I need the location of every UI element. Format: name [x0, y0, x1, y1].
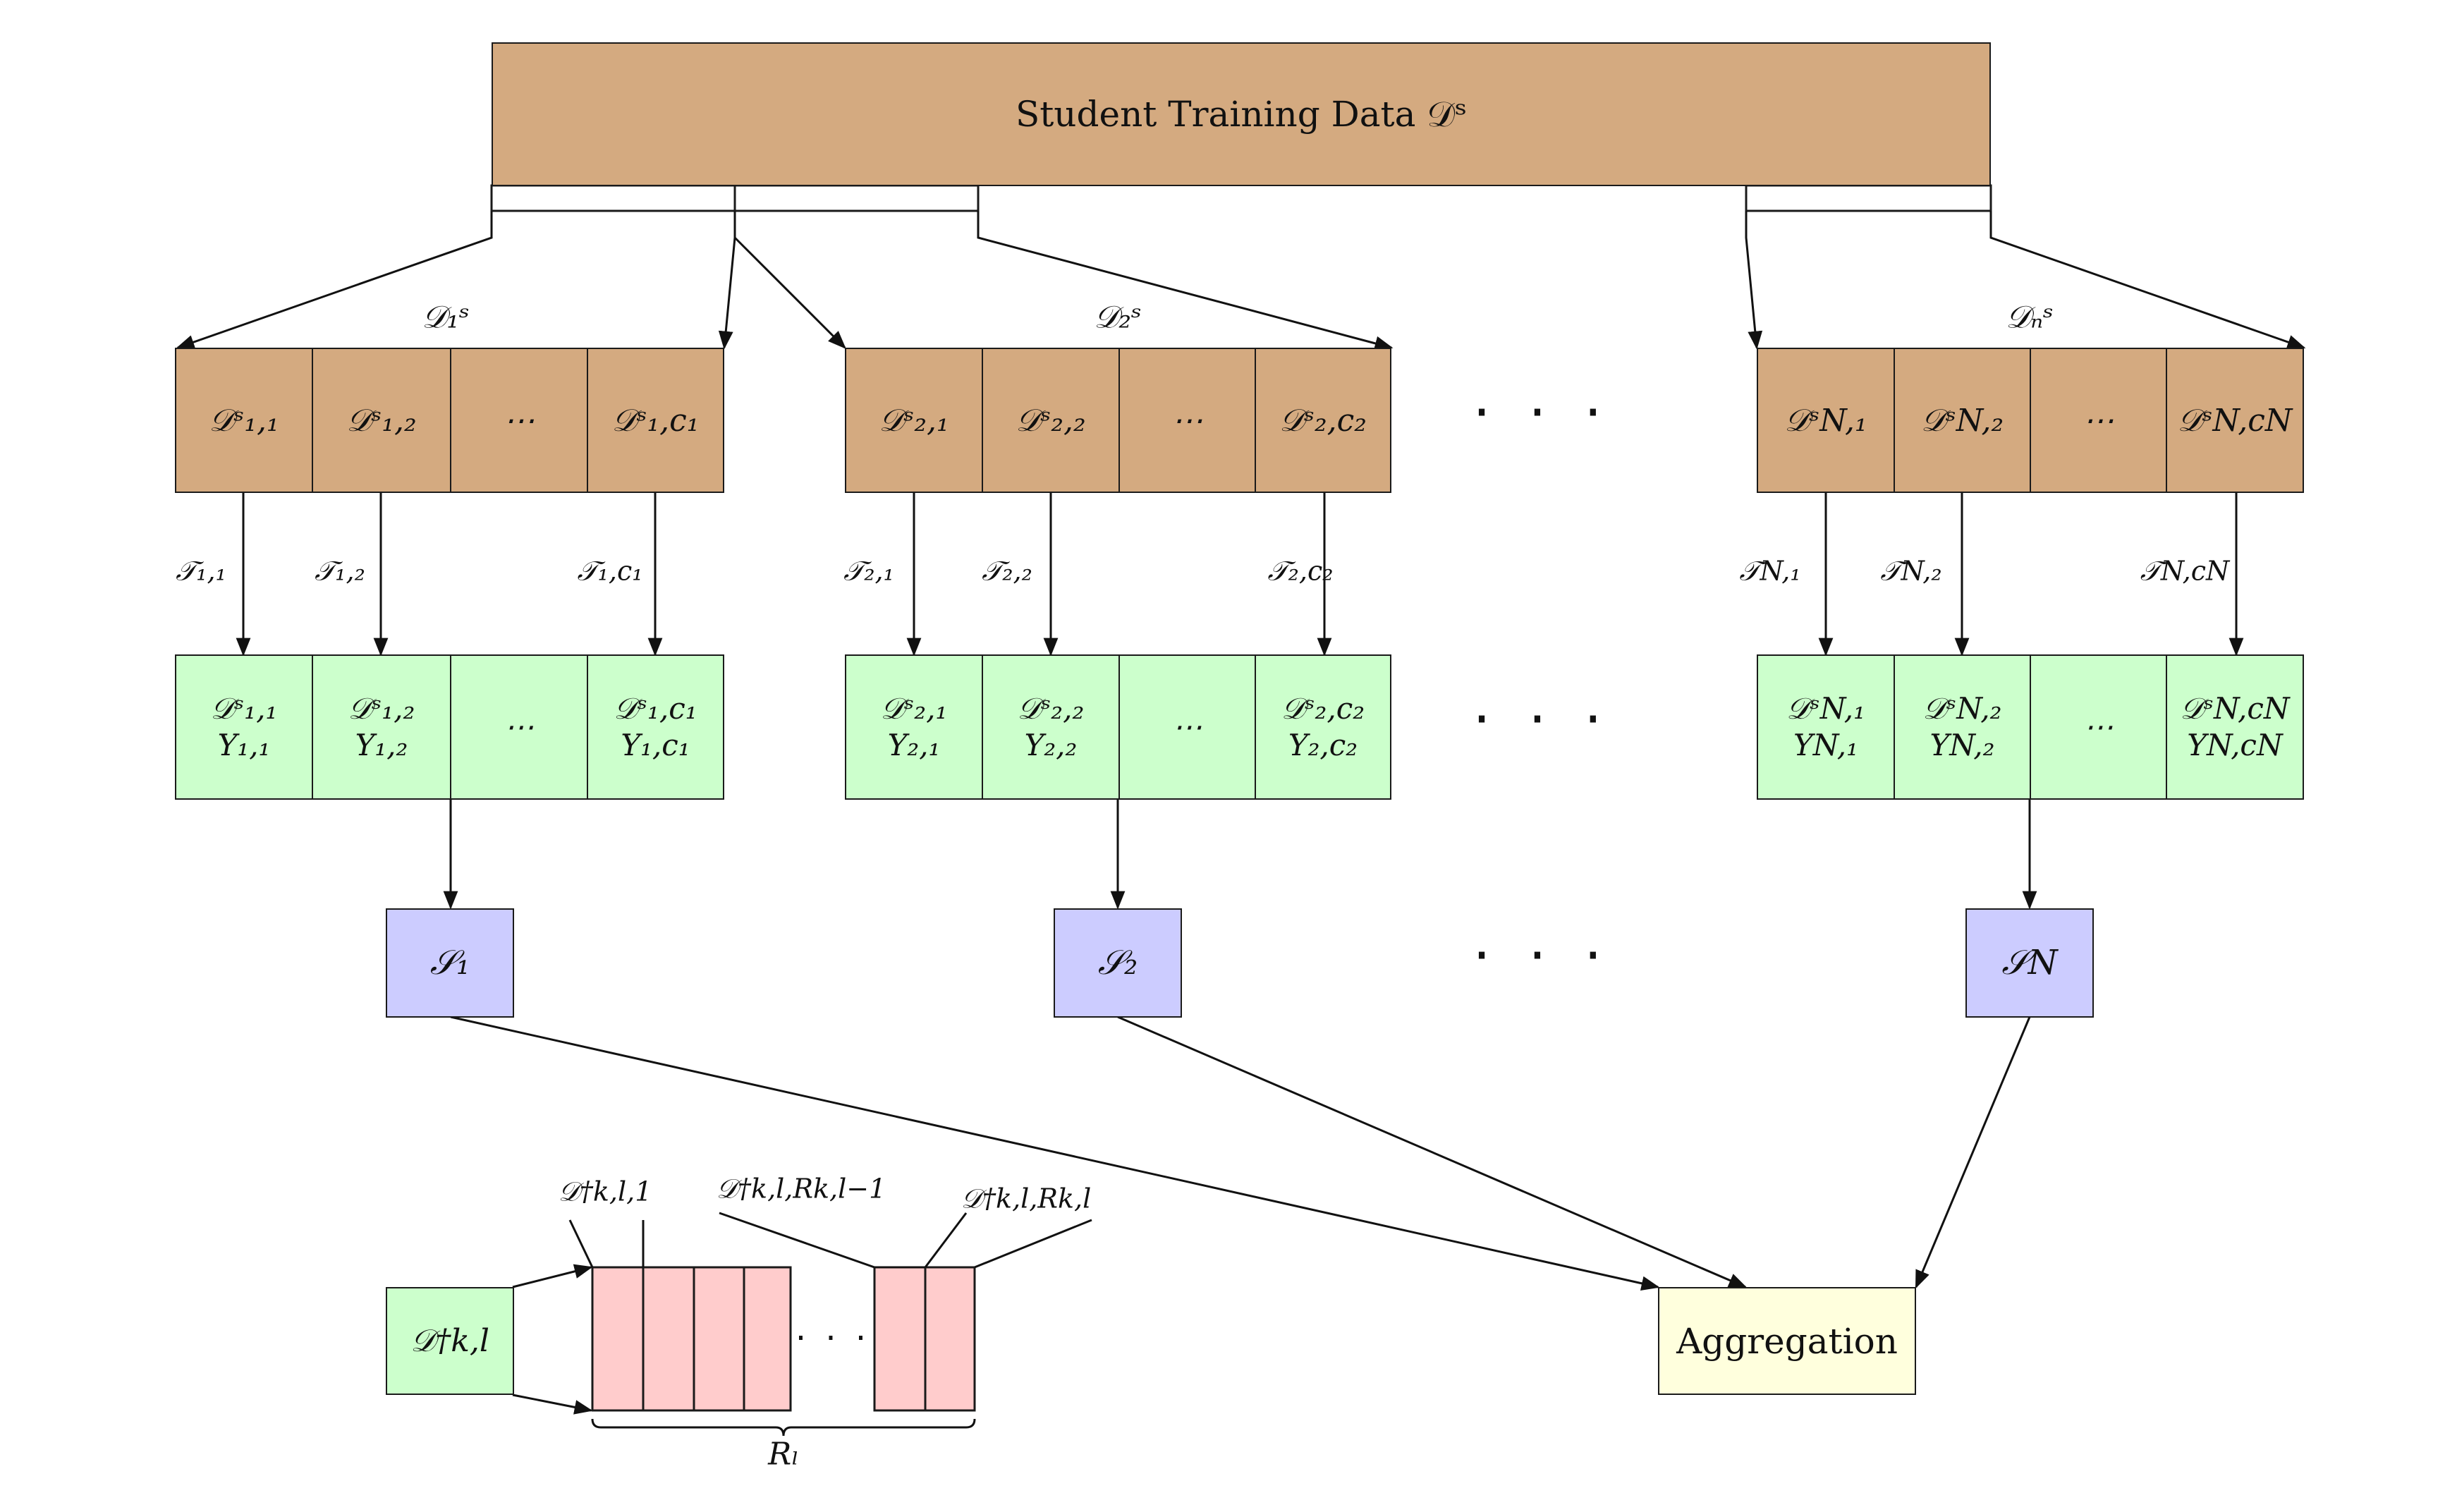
- transform-2-1: 𝒯₂,₁: [843, 555, 894, 587]
- group-n-label: 𝒟ₙˢ: [2006, 299, 2054, 336]
- student-training-data-box: Student Training Data 𝒟ˢ: [492, 42, 1991, 186]
- group-n-output-ellipsis: ⋯: [2030, 654, 2167, 800]
- group-2-label: 𝒟₂ˢ: [1094, 299, 1142, 336]
- groups-ellipsis-row-3: · · ·: [1473, 922, 1612, 989]
- transform-1-c1: 𝒯₁,c₁: [577, 555, 643, 587]
- student-training-data-label: Student Training Data 𝒟ˢ: [1015, 93, 1468, 135]
- segment-strip: [591, 1266, 976, 1412]
- groups-ellipsis-row-2: · · ·: [1473, 686, 1612, 752]
- student-2-box: 𝒮₂: [1054, 908, 1182, 1018]
- group-2-cell-1: 𝒟ˢ₂,₁: [845, 348, 983, 493]
- transform-2-c2: 𝒯₂,c₂: [1267, 555, 1334, 587]
- group-1-output-ellipsis: ⋯: [450, 654, 588, 800]
- teacher-input-box: 𝒟†k,l: [386, 1287, 514, 1395]
- aggregation-arrows: [450, 1016, 2031, 1291]
- student-arrows: [443, 799, 2037, 910]
- segment-label-last: 𝒟†k,l,Rk,l: [961, 1183, 1092, 1214]
- group-n-cell-1: 𝒟ˢN,₁: [1757, 348, 1895, 493]
- group-1-label: 𝒟₁ˢ: [422, 299, 470, 336]
- segment-leaders: [568, 1212, 1092, 1269]
- segment-label-second-last: 𝒟†k,l,Rk,l−1: [716, 1173, 886, 1205]
- group-1-cell-2: 𝒟ˢ₁,₂: [312, 348, 451, 493]
- top-connector-strip: [490, 184, 1992, 212]
- group-1-cell-ellipsis: ⋯: [450, 348, 588, 493]
- transform-1-2: 𝒯₁,₂: [315, 555, 365, 587]
- group-1-cell-1: 𝒟ˢ₁,₁: [175, 348, 313, 493]
- group-2-output-ellipsis: ⋯: [1118, 654, 1256, 800]
- group-1-cell-c1: 𝒟ˢ₁,c₁: [587, 348, 724, 493]
- student-n-box: 𝒮N: [1965, 908, 2094, 1018]
- split-arrows: [176, 211, 2306, 351]
- transform-n-cn: 𝒯N,cN: [2140, 555, 2230, 587]
- groups-ellipsis-row-1: · · ·: [1473, 379, 1612, 446]
- transform-2-2: 𝒯₂,₂: [982, 555, 1032, 587]
- segment-ellipsis: · · ·: [795, 1319, 871, 1358]
- group-2-cell-ellipsis: ⋯: [1118, 348, 1256, 493]
- group-n-cell-cn: 𝒟ˢN,cN: [2166, 348, 2304, 493]
- segment-brace-label: Rₗ: [768, 1436, 799, 1473]
- transform-arrows: [236, 492, 2244, 657]
- group-2-cell-c2: 𝒟ˢ₂,c₂: [1255, 348, 1391, 493]
- group-n-cell-ellipsis: ⋯: [2030, 348, 2167, 493]
- segment-brace: [591, 1418, 976, 1437]
- transform-n-2: 𝒯N,₂: [1880, 555, 1942, 587]
- group-n-cell-2: 𝒟ˢN,₂: [1894, 348, 2031, 493]
- segment-label-first: 𝒟†k,l,1: [558, 1176, 652, 1207]
- student-1-box: 𝒮₁: [386, 908, 514, 1018]
- transform-n-1: 𝒯N,₁: [1739, 555, 1801, 587]
- aggregation-box: Aggregation: [1658, 1287, 1916, 1395]
- teacher-input-arrows: [512, 1264, 593, 1415]
- transform-1-1: 𝒯₁,₁: [176, 555, 226, 587]
- group-2-cell-2: 𝒟ˢ₂,₂: [982, 348, 1120, 493]
